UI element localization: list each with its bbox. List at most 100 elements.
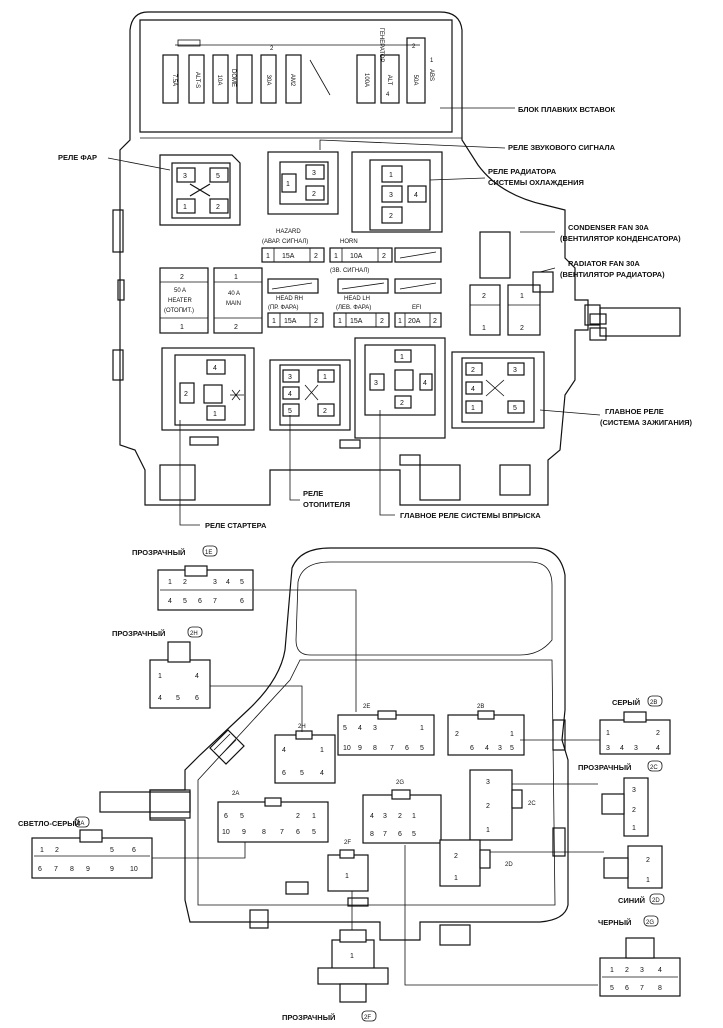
connector-2d: 2 1 СИНИЙ 2D — [603, 845, 665, 905]
bottom-junction-block: 2E 5 4 3 1 10 9 8 7 6 5 2B 2 1 6 4 3 5 — [18, 545, 681, 1022]
pin: 4 — [658, 967, 662, 974]
connector-2f-color: ПРОЗРАЧНЫЙ — [282, 1013, 335, 1022]
pin: 4 — [288, 391, 292, 398]
pin: 1 — [312, 813, 316, 820]
pin: 8 — [373, 745, 377, 752]
fusible-link-abs: ABS — [428, 69, 434, 81]
pin: 1 — [420, 725, 424, 732]
pin: 8 — [70, 866, 74, 873]
head-rh-fuse: HEAD RH (ПР. ФАРА) 1 15A 2 — [267, 296, 324, 328]
fusible-num-d: 4 — [386, 92, 390, 98]
pin: 5 — [312, 829, 316, 836]
pin: 10 — [130, 866, 138, 873]
pin: 5 — [610, 985, 614, 992]
pin: 6 — [195, 695, 199, 702]
efi-fuse: EFI 1 20A 2 — [394, 305, 442, 328]
pin: 4 — [414, 192, 418, 199]
connector-2a: СВЕТЛО-СЕРЫЙ 2A 1 2 5 6 6 7 8 9 9 10 — [18, 816, 153, 879]
pin: 8 — [262, 829, 266, 836]
heater-fuse-sublabel: (ОТОПИТ.) — [164, 308, 194, 314]
pin: 1 — [183, 204, 187, 211]
pin: 4 — [471, 386, 475, 393]
fusible-link-alt: ALT — [386, 75, 392, 86]
pin: 7 — [390, 745, 394, 752]
pin: 9 — [86, 866, 90, 873]
pin: 9 — [110, 866, 114, 873]
pin: 1 — [345, 873, 349, 880]
pin: 1 — [334, 253, 338, 260]
efi-rating: 20A — [408, 318, 421, 325]
connector-2g-code: 2G — [646, 920, 654, 926]
fusible-link-alt-s: ALT-S — [194, 72, 200, 88]
pin: 1 — [632, 825, 636, 832]
pin: 5 — [288, 408, 292, 415]
pin: 2 — [486, 803, 490, 810]
head-lh-fuse: HEAD LH (ЛЕВ. ФАРА) 1 15A 2 — [333, 296, 390, 328]
pin: 4 — [226, 579, 230, 586]
pin: 2 — [180, 274, 184, 281]
head-lh-rating: 15A — [350, 318, 363, 325]
pin: 2 — [433, 318, 437, 325]
headlight-relay: 3 5 1 2 — [159, 154, 241, 226]
pin: 4 — [158, 695, 162, 702]
pin: 6 — [398, 831, 402, 838]
connector-2a-code: 2A — [77, 821, 84, 827]
pin: 5 — [183, 598, 187, 605]
socket-code: 2B — [477, 704, 484, 710]
pin: 5 — [513, 405, 517, 412]
heater-fuse-label: HEATER — [168, 298, 193, 304]
pin: 1 — [180, 324, 184, 331]
socket-2d: 2D 2 1 — [439, 839, 513, 887]
pin: 6 — [296, 829, 300, 836]
socket-2e: 2E 5 4 3 1 10 9 8 7 6 5 — [337, 704, 435, 756]
radiator-relay: 1 3 4 2 — [351, 151, 443, 233]
pin: 3 — [373, 725, 377, 732]
pin: 6 — [405, 745, 409, 752]
efi-relay-label: ГЛАВНОЕ РЕЛЕ СИСТЕМЫ ВПРЫСКА — [400, 511, 541, 520]
horn-relay: 1 3 2 — [267, 151, 339, 215]
pin: 1 — [520, 293, 524, 300]
pin: 1 — [213, 411, 217, 418]
pin: 1 — [400, 354, 404, 361]
connector-2f-code: 2F — [364, 1015, 371, 1021]
socket-code: 2F — [344, 840, 351, 846]
head-lh-label: HEAD LH — [344, 296, 370, 302]
horn-fuse: HORN 1 10A 2 (ЗВ. СИГНАЛ) — [329, 239, 393, 274]
connector-2c-color: ПРОЗРАЧНЫЙ — [578, 763, 631, 772]
connector-2b-code: 2B — [650, 700, 657, 706]
connector-2b-color: СЕРЫЙ — [612, 698, 640, 707]
head-rh-rating: 15A — [284, 318, 297, 325]
socket-code: 2D — [505, 862, 513, 868]
pin: 3 — [374, 380, 378, 387]
pin: 2 — [646, 857, 650, 864]
main-fuse-label: MAIN — [226, 301, 241, 307]
pin: 1 — [266, 253, 270, 260]
pin: 4 — [168, 598, 172, 605]
heater-fuse-block: 2 50 A HEATER (ОТОПИТ.) 1 — [159, 267, 209, 334]
efi-label: EFI — [412, 305, 422, 311]
pin: 4 — [213, 365, 217, 372]
pin: 5 — [110, 847, 114, 854]
pin: 1 — [323, 374, 327, 381]
pin: 9 — [242, 829, 246, 836]
fusible-num-c: 1 — [430, 58, 434, 64]
connector-2g-color: ЧЕРНЫЙ — [598, 918, 631, 927]
socket-2c: 2C 3 2 1 — [469, 769, 536, 841]
pin: 2 — [183, 579, 187, 586]
pin: 3 — [312, 170, 316, 177]
pin: 5 — [176, 695, 180, 702]
connector-2f: 1 ПРОЗРАЧНЫЙ 2F — [282, 929, 389, 1022]
pin: 5 — [343, 725, 347, 732]
pin: 4 — [656, 745, 660, 752]
socket-2f: 2F 1 — [327, 840, 369, 892]
socket-code: 2A — [232, 791, 239, 797]
pin: 1 — [482, 325, 486, 332]
connector-2d-color: СИНИЙ — [618, 896, 645, 905]
efi-main-relay: 1 3 4 2 — [339, 337, 446, 449]
connector-2a-color: СВЕТЛО-СЕРЫЙ — [18, 819, 80, 828]
connector-1e: ПРОЗРАЧНЫЙ 1E 1 2 3 4 5 4 5 6 7 6 — [132, 545, 254, 611]
pin: 5 — [510, 745, 514, 752]
pin: 5 — [240, 579, 244, 586]
pin: 3 — [640, 967, 644, 974]
